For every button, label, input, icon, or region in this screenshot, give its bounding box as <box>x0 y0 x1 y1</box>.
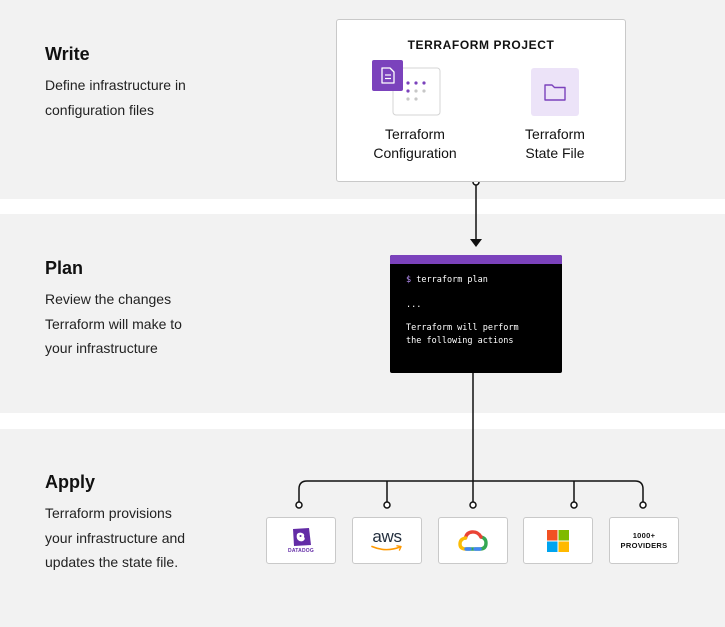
google-cloud-icon <box>458 529 488 551</box>
folder-icon <box>531 68 579 116</box>
state-label-line: Terraform <box>525 126 585 142</box>
terminal-output-line: Terraform will perform <box>406 323 519 333</box>
document-icon <box>372 60 442 118</box>
aws-label: aws <box>372 527 402 546</box>
plan-description: Review the changes Terraform will make t… <box>45 287 245 361</box>
provider-more: 1000+ PROVIDERS <box>609 517 679 564</box>
plan-section <box>0 214 725 413</box>
provider-aws: aws <box>352 517 422 564</box>
plan-desc-line: Terraform will make to <box>45 315 182 332</box>
terraform-project-card: TERRAFORM PROJECT Terraform Configuratio… <box>336 19 626 182</box>
terminal-command-line: $ terraform plan <box>406 274 546 287</box>
terminal-command: terraform plan <box>416 275 488 285</box>
config-label-line: Configuration <box>373 145 457 161</box>
datadog-label: DATADOG <box>288 548 314 554</box>
provider-microsoft <box>523 517 593 564</box>
more-providers-count: 1000+ <box>632 530 656 540</box>
apply-title: Apply <box>45 472 96 492</box>
terminal-title-bar <box>390 255 562 264</box>
project-title: TERRAFORM PROJECT <box>407 38 555 52</box>
plan-desc-line: Review the changes <box>45 291 172 307</box>
more-providers-label: 1000+ PROVIDERS <box>621 531 668 551</box>
config-label-line: Terraform <box>385 126 445 142</box>
apply-desc-line: Terraform provisions <box>45 505 172 521</box>
datadog-icon <box>293 528 311 546</box>
apply-desc-line: updates the state file. <box>45 554 179 570</box>
terminal-prompt: $ <box>406 275 412 285</box>
provider-google-cloud <box>438 517 508 564</box>
terminal-output-line: the following actions <box>406 336 514 346</box>
write-description: Define infrastructure in configuration f… <box>45 73 245 122</box>
aws-icon <box>371 545 402 551</box>
terminal-ellipsis: ... <box>406 300 422 310</box>
config-label: Terraform Configuration <box>355 125 475 163</box>
write-desc-line: configuration files <box>45 101 154 118</box>
write-title: Write <box>45 44 90 64</box>
plan-desc-line: your infrastructure <box>45 340 158 356</box>
terminal-window: $ terraform plan ... Terraform will perf… <box>390 255 562 373</box>
apply-desc-line: your infrastructure and <box>45 529 186 546</box>
state-file-label: Terraform State File <box>495 125 615 163</box>
microsoft-icon <box>547 529 569 552</box>
write-desc-line: Define infrastructure in <box>45 77 186 93</box>
apply-description: Terraform provisions your infrastructure… <box>45 501 245 575</box>
more-providers-text: PROVIDERS <box>620 540 668 550</box>
terminal-body: $ terraform plan ... Terraform will perf… <box>390 264 562 348</box>
plan-title: Plan <box>45 258 84 278</box>
provider-datadog: DATADOG <box>266 517 336 564</box>
state-label-line: State File <box>525 145 585 161</box>
